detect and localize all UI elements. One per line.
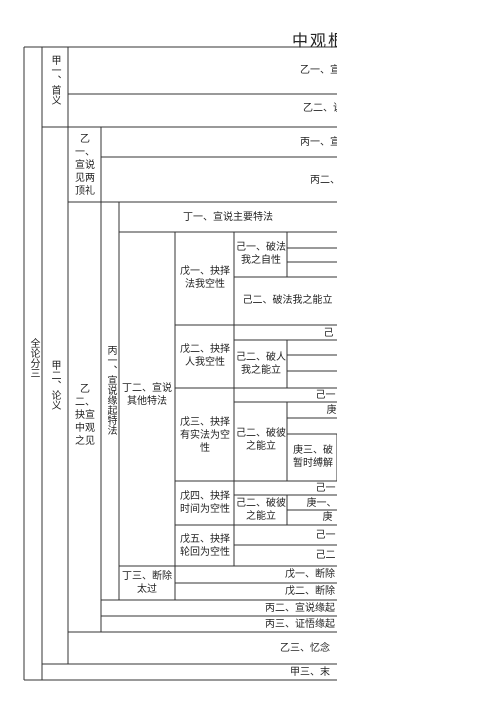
bing3-row: 丙三、证悟缘起 bbox=[265, 618, 335, 630]
ding3-label: 丁三、断除太过 bbox=[122, 571, 172, 595]
jia2-label-text: 甲二、论义 bbox=[49, 360, 60, 410]
wu3-ji2: 己二、破彼之能立 bbox=[236, 428, 286, 452]
wu2-ji2: 己二、破人我之能立 bbox=[236, 352, 286, 376]
yi3-row: 乙三、忆念 bbox=[280, 642, 330, 654]
wu2-ji-top: 己 bbox=[323, 327, 334, 339]
jia1-yi1: 乙一、宣 bbox=[300, 64, 340, 76]
ding3-wu2: 戊二、断除 bbox=[285, 586, 335, 597]
jia1-label: 甲一、首义 bbox=[46, 55, 64, 105]
wu4-geng-a: 庚一、 bbox=[306, 497, 337, 509]
wu1-ji1: 己一、破法我之自性 bbox=[236, 242, 286, 266]
wu3-geng3: 庚三、破暂时缚解 bbox=[293, 445, 333, 469]
wu3-ji-top: 己一 bbox=[315, 390, 336, 401]
jia1-label-text: 甲一、首义 bbox=[49, 55, 60, 105]
wu4-geng-b: 庚 bbox=[322, 512, 333, 523]
yi1-bing2: 丙二、 bbox=[310, 174, 340, 186]
yi1-label: 乙一、宣说见两顶礼 bbox=[75, 133, 95, 197]
wu3-ji-sub: 庚 bbox=[326, 405, 337, 416]
bing1-label: 丙一、宣说缘起特法 bbox=[103, 345, 117, 435]
wu2-label: 戊二、抉择人我空性 bbox=[180, 344, 230, 368]
yi2-label: 乙二、抉宣中观之见 bbox=[75, 383, 95, 447]
wu4-ji2: 己二、破彼之能立 bbox=[236, 498, 286, 522]
wu1-ji2: 己二、破法我之能立 bbox=[242, 294, 333, 306]
wu5-ji2: 己二 bbox=[315, 549, 336, 561]
wu4-label: 戊四、抉择时间为空性 bbox=[180, 491, 230, 515]
jia2-label: 甲二、论义 bbox=[47, 360, 63, 410]
jia3-row: 甲三、末 bbox=[290, 666, 330, 678]
wu4-ji-top: 己一 bbox=[315, 483, 336, 494]
yi1-bing1: 丙一、宣 bbox=[300, 136, 340, 148]
bing1-label-text: 丙一、宣说缘起特法 bbox=[105, 345, 116, 435]
ding2: 丁二、宣说其他特法 bbox=[122, 383, 172, 407]
document-title: 中观根 bbox=[292, 31, 347, 50]
cropped-region bbox=[337, 0, 496, 702]
wu5-label: 戊五、抉择轮回为空性 bbox=[180, 534, 230, 558]
bing2-row: 丙二、宣说缘起 bbox=[265, 602, 335, 614]
wu3-label: 戊三、抉择有实法为空性 bbox=[180, 416, 230, 454]
ding3-wu1: 戊一、断除 bbox=[285, 569, 335, 580]
root-label-text: 全论分三 bbox=[28, 338, 39, 378]
root-label: 全论分三 bbox=[26, 338, 40, 378]
wu1-label: 戊一、抉择法我空性 bbox=[180, 266, 230, 290]
ding1: 丁一、宣说主要特法 bbox=[183, 211, 273, 223]
wu5-ji1: 己一 bbox=[315, 529, 336, 541]
jia1-yi2: 乙二、说 bbox=[303, 102, 343, 114]
